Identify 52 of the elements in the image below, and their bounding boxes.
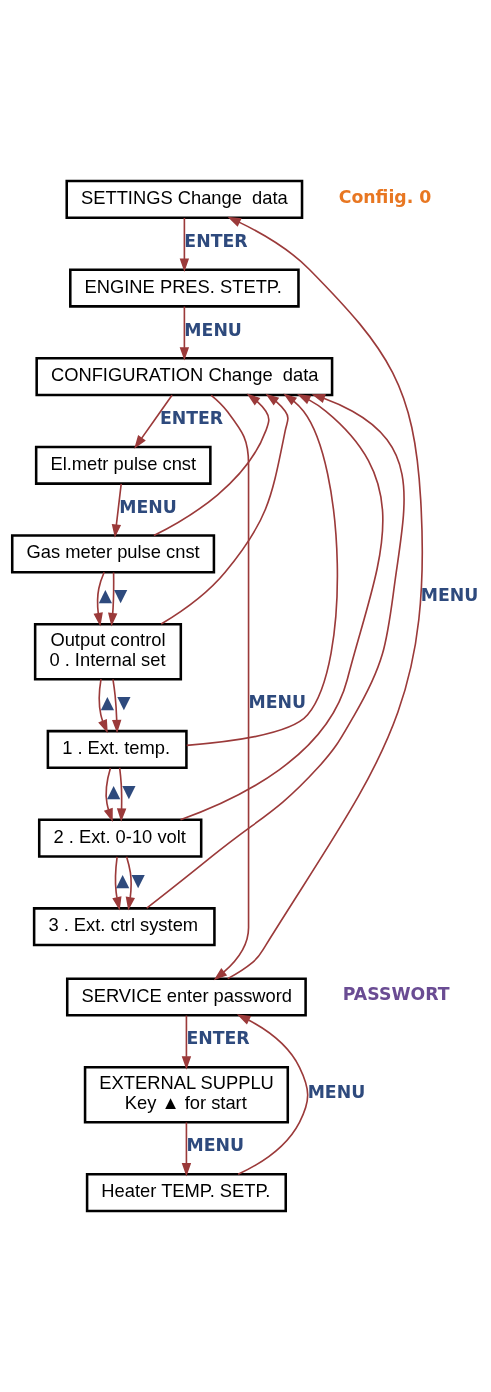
arrow xyxy=(111,483,122,538)
edge-label: ▼ xyxy=(117,692,131,713)
arrow xyxy=(179,305,190,361)
label: PASSWORT xyxy=(342,984,450,1005)
node-box: SETTINGS Change data xyxy=(65,179,304,220)
edge-label: ENTER xyxy=(186,1028,250,1049)
arrow xyxy=(210,394,250,981)
edge-label: ▲ xyxy=(106,780,121,801)
arrow xyxy=(181,1121,192,1177)
node-box: 2 . Ext. 0-10 volt xyxy=(37,818,203,858)
node-box: CONFIGURATION Change data xyxy=(35,357,334,397)
arrow xyxy=(226,216,424,980)
edge-label: MENU xyxy=(307,1081,366,1102)
node-box: 1 . Ext. temp. xyxy=(46,729,188,770)
label: Confiig. 0 xyxy=(338,186,432,207)
edge-label: ▼ xyxy=(114,585,128,606)
arrow xyxy=(179,393,384,821)
edge-label: ▲ xyxy=(100,692,115,713)
node-box: Heater TEMP. SETP. xyxy=(85,1172,287,1213)
arrow xyxy=(179,217,190,272)
edge-label: MENU xyxy=(420,585,479,606)
node-box: ENGINE PRES. STETP. xyxy=(69,268,300,308)
arrow xyxy=(185,393,339,747)
arrow xyxy=(93,571,105,627)
arrow xyxy=(98,678,108,734)
node-box: EXTERNAL SUPPLU Key ▲ for start xyxy=(83,1066,290,1124)
node-box: SERVICE enter password xyxy=(65,977,307,1017)
edge-label: MENU xyxy=(184,319,242,340)
arrow xyxy=(160,393,289,625)
node-box: Output control 0 . Internal set xyxy=(33,622,183,681)
edge-label: ▲ xyxy=(98,585,113,606)
edge-label: MENU xyxy=(119,496,177,517)
arrow xyxy=(153,393,270,537)
arrow xyxy=(116,767,127,822)
arrow xyxy=(134,394,173,449)
node-box: El.metr pulse cnst xyxy=(34,445,212,485)
edge-label: ▼ xyxy=(122,780,136,801)
arrow xyxy=(112,678,122,734)
edge-label: ▲ xyxy=(116,869,130,890)
arrow xyxy=(112,856,122,911)
arrow xyxy=(108,571,118,627)
edge-label: ENTER xyxy=(159,408,224,429)
edge-label: MENU xyxy=(248,692,307,713)
arrow xyxy=(181,1014,192,1070)
arrow xyxy=(145,394,405,910)
arrow xyxy=(236,1014,309,1176)
arrow xyxy=(103,767,113,822)
node-box: Gas meter pulse cnst xyxy=(10,534,216,574)
edge-label: ENTER xyxy=(184,230,248,251)
edge-label: MENU xyxy=(186,1135,244,1156)
node-box: 3 . Ext. ctrl system xyxy=(32,907,216,947)
arrow xyxy=(125,855,135,911)
